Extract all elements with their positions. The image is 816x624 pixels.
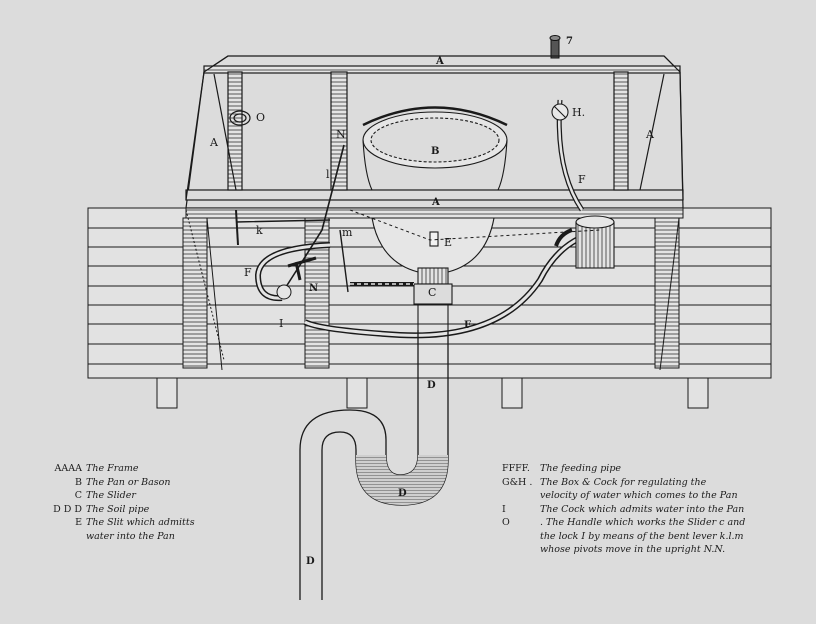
- figure-labels: A A A A B C F F F O H. I N N k l m E D D…: [209, 36, 655, 567]
- legend-row: E The Slit which admitts: [30, 516, 230, 530]
- legend-key: D D D: [53, 503, 82, 515]
- pan-basin: [362, 106, 508, 330]
- legend-text: whose pivots move in the upright N.N.: [540, 544, 726, 555]
- legend-text: The Frame: [86, 463, 139, 474]
- legend-key: C: [74, 490, 82, 501]
- label-soil-lower: D: [306, 556, 315, 567]
- legend-key: [502, 489, 540, 503]
- legend-left: AAAA The Frame B The Pan or Bason C The Sli…: [30, 462, 230, 543]
- legend-text: velocity of water which comes to the Pan: [540, 490, 738, 501]
- label-upright-bottom: N: [309, 283, 318, 294]
- legend-key: B: [75, 476, 82, 488]
- label-soil-trap: D: [398, 488, 407, 499]
- legend-row: water into the Pan: [30, 530, 230, 544]
- legend-row: G&H . The Box & Cock for regulating the: [502, 476, 802, 490]
- label-lever-m: m: [342, 226, 353, 239]
- legend-row: FFFF. The feeding pipe: [502, 462, 802, 476]
- label-upright-top: N: [336, 128, 346, 141]
- legend-row: C The Slider: [30, 489, 230, 503]
- label-supply: 7: [566, 36, 573, 47]
- legend-text: The Slider: [86, 490, 136, 501]
- legend-text: the lock I by means of the bent lever k.…: [540, 530, 744, 542]
- legend-key: I: [502, 503, 506, 515]
- cock-h: [551, 103, 569, 121]
- legend-text: The Pan or Bason: [86, 476, 171, 488]
- legend-row: D D D The Soil pipe: [30, 503, 230, 517]
- legend-text: The Slit which admitts: [86, 517, 195, 528]
- label-feeding-left: F: [244, 266, 252, 279]
- legend-row: velocity of water which comes to the Pan: [502, 489, 802, 503]
- label-frame-mid: A: [431, 197, 440, 208]
- label-frame-left: A: [209, 136, 219, 149]
- legend-key: [502, 530, 540, 544]
- legend-right: FFFF. The feeding pipe G&H . The Box & Coc…: [502, 462, 802, 557]
- legend-key: E: [75, 517, 82, 528]
- regulating-box: [554, 215, 615, 269]
- label-lever-l: l: [326, 168, 330, 181]
- label-feeding-right: F: [578, 173, 586, 186]
- legend-text: The Box & Cock for regulating the: [540, 476, 707, 488]
- feeding-pipe: [254, 99, 599, 339]
- legend-row: B The Pan or Bason: [30, 476, 230, 490]
- legend-key: [30, 530, 86, 544]
- legend-row: O . The Handle which works the Slider c a…: [502, 516, 802, 530]
- label-slit: E: [444, 236, 452, 249]
- label-frame-top: A: [435, 56, 444, 67]
- label-frame-right: A: [645, 128, 655, 141]
- legend-text: water into the Pan: [86, 530, 175, 542]
- legend-row: I The Cock which admits water into the Pa…: [502, 503, 802, 517]
- label-slider: C: [428, 286, 436, 299]
- legend-text: The Cock which admits water into the Pan: [540, 503, 745, 515]
- supply-pipe: [549, 35, 561, 59]
- legend-text: The feeding pipe: [540, 463, 622, 474]
- label-feeding-bottom: F: [464, 320, 471, 331]
- label-basin: B: [431, 146, 439, 157]
- legend-key: AAAA: [54, 463, 82, 474]
- label-soil-upper: D: [427, 380, 436, 391]
- legend-row: whose pivots move in the upright N.N.: [502, 543, 802, 557]
- legend-key: [502, 543, 540, 557]
- legend-row: AAAA The Frame: [30, 462, 230, 476]
- handle-o: [229, 110, 251, 126]
- legend-key: G&H .: [502, 476, 533, 488]
- label-handle: O: [256, 111, 265, 124]
- soil-pipe: [299, 330, 449, 600]
- legend-text: The Soil pipe: [86, 503, 150, 515]
- label-cock-h: H.: [572, 106, 585, 119]
- lever-mechanism: [185, 144, 601, 361]
- label-cock-i: I: [279, 317, 283, 330]
- legend-key: FFFF.: [502, 463, 530, 474]
- legend-key: O: [502, 517, 510, 528]
- legend-row: the lock I by means of the bent lever k.…: [502, 530, 802, 544]
- label-lever-k: k: [256, 224, 263, 237]
- legend-text: . The Handle which works the Slider c an…: [540, 517, 746, 528]
